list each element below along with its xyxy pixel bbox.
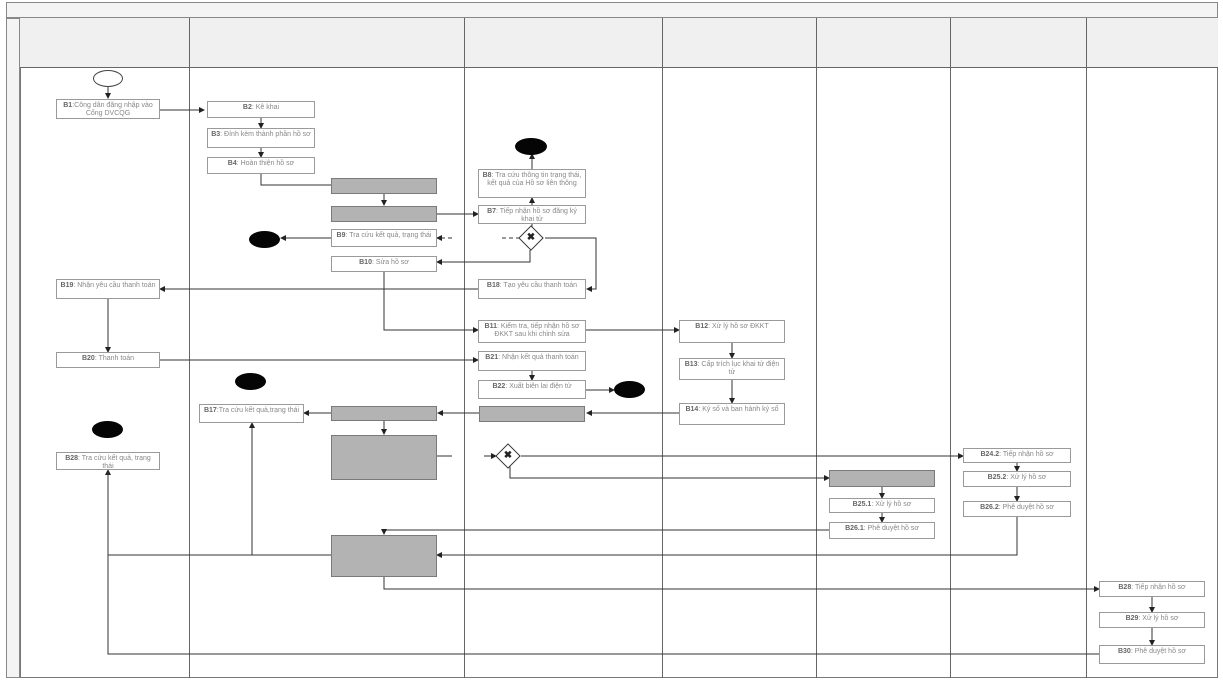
step-b4: B4: Hoàn thiện hồ sơ [207, 157, 315, 174]
step-b28-receive: B28: Tiếp nhận hồ sơ [1099, 581, 1205, 597]
subprocess-box [331, 206, 437, 222]
step-b24-2: B24.2: Tiếp nhận hồ sơ [963, 448, 1071, 463]
step-b13: B13: Cấp trích lục khai tử điện tử [679, 358, 785, 380]
step-b10: B10: Sửa hồ sơ [331, 256, 437, 272]
step-b20: B20: Thanh toán [56, 352, 160, 368]
step-b11: B11: Kiểm tra, tiếp nhận hồ sơ ĐKKT sau … [478, 320, 586, 343]
subprocess-box [331, 435, 437, 480]
end-event [249, 231, 280, 248]
step-b25-1: B25.1: Xử lý hồ sơ [829, 498, 935, 513]
step-b8: B8: Tra cứu thông tin trạng thái, kết qu… [478, 169, 586, 198]
top-ruler [6, 2, 1218, 18]
step-b7: B7: Tiếp nhận hồ sơ đăng ký khai tử [478, 205, 586, 224]
step-b28: B28: Tra cứu kết quả, trạng thái [56, 452, 160, 470]
subprocess-box [331, 535, 437, 577]
step-b1: B1:Công dân đăng nhập vào Cổng DVCQG [56, 99, 160, 119]
start-event [93, 70, 123, 87]
step-b14: B14: Ký số và ban hành ký số [679, 403, 785, 425]
end-event [92, 421, 123, 438]
step-b18: B18: Tạo yêu cầu thanh toán [478, 279, 586, 299]
step-b21: B21: Nhận kết quả thanh toán [478, 351, 586, 371]
step-b3: B3: Đính kèm thành phần hồ sơ [207, 128, 315, 148]
step-b2: B2: Kê khai [207, 101, 315, 118]
step-b30: B30: Phê duyệt hồ sơ [1099, 645, 1205, 664]
lane-divider [950, 18, 951, 678]
subprocess-box [331, 178, 437, 194]
gateway-x-icon: ✖ [503, 450, 513, 461]
lane-divider [816, 18, 817, 678]
step-b22: B22: Xuất biên lai điện tử [478, 380, 586, 399]
step-b25-2: B25.2: Xử lý hồ sơ [963, 471, 1071, 487]
subprocess-box [829, 470, 935, 487]
step-b26-2: B26.2: Phê duyệt hồ sơ [963, 501, 1071, 517]
step-b19: B19: Nhận yêu cầu thanh toán [56, 279, 160, 299]
subprocess-box [479, 406, 585, 422]
step-b12: B12: Xử lý hồ sơ ĐKKT [679, 320, 785, 343]
end-event [235, 373, 266, 390]
left-ruler [6, 18, 20, 678]
lane-divider [662, 18, 663, 678]
step-b17: B17:Tra cứu kết quả,trạng thái [199, 404, 304, 423]
lane-header-row [20, 18, 1218, 68]
lane-divider [189, 18, 190, 678]
step-b26-1: B26.1: Phê duyệt hồ sơ [829, 522, 935, 539]
gateway-x-icon: ✖ [526, 232, 536, 243]
step-b9: B9: Tra cứu kết quả, trạng thái [331, 229, 437, 247]
lane-divider [464, 18, 465, 678]
lane-divider [1086, 18, 1087, 678]
end-event [614, 381, 645, 398]
subprocess-box [331, 406, 437, 421]
end-event [515, 138, 547, 155]
step-b29: B29: Xử lý hồ sơ [1099, 612, 1205, 628]
